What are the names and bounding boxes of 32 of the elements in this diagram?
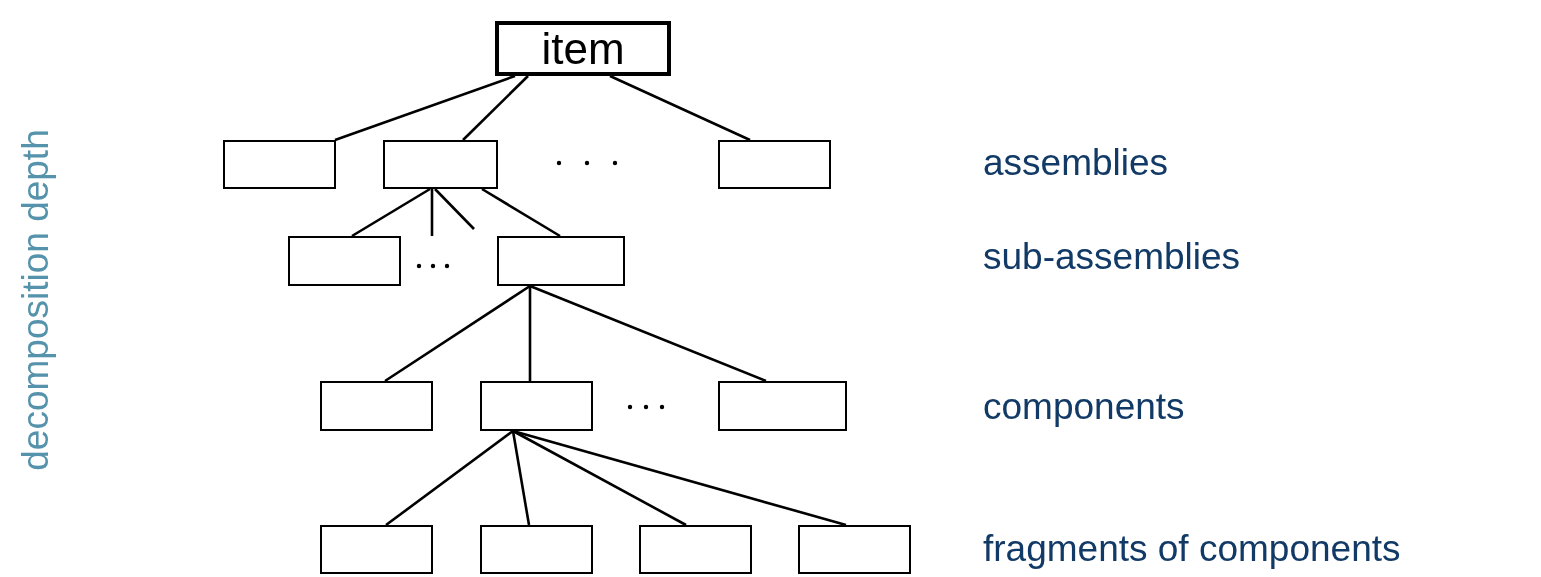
node-label: item: [541, 26, 625, 71]
part-box: [639, 525, 752, 574]
connector-line: [462, 75, 529, 141]
item-box: [495, 21, 671, 76]
connector-line: [528, 286, 532, 381]
level-label: components: [983, 386, 1185, 428]
connector-line: [430, 189, 434, 236]
part-box: [320, 525, 433, 574]
level-label: sub-assemblies: [983, 236, 1241, 278]
part-box: [480, 381, 593, 431]
part-box: [288, 236, 401, 286]
connector-line: [481, 187, 561, 238]
part-box: [480, 525, 593, 574]
part-box: [497, 236, 625, 286]
connector-line: [511, 430, 531, 526]
level-label: assemblies: [983, 142, 1169, 184]
connector-line: [529, 284, 767, 383]
connector-line: [609, 74, 751, 142]
part-box: [718, 381, 847, 431]
connector-line: [434, 188, 475, 230]
connector-line: [512, 429, 687, 527]
level-label: fragments of components: [983, 528, 1401, 570]
part-box: [383, 140, 498, 189]
connector-line: [351, 187, 431, 238]
part-box: [223, 140, 336, 189]
part-box: [320, 381, 433, 431]
part-box: [798, 525, 911, 574]
connector-line: [334, 74, 516, 142]
connector-line: [385, 429, 514, 527]
axis-label: decomposition depth: [15, 129, 57, 471]
connector-line: [384, 284, 531, 383]
part-box: [718, 140, 831, 189]
